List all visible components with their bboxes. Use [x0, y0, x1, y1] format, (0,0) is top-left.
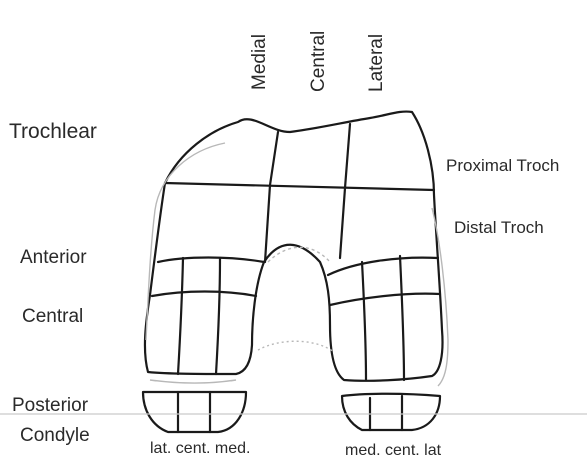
- label-posterior: Posterior: [12, 395, 88, 417]
- label-bottom-left: lat. cent. med.: [150, 440, 251, 458]
- label-proximal-troch: Proximal Troch: [446, 156, 559, 176]
- label-distal-troch: Distal Troch: [454, 218, 544, 238]
- column-label-central: Central: [308, 31, 330, 92]
- label-central: Central: [22, 306, 83, 328]
- posterior-condyle-left: [143, 392, 246, 432]
- label-trochlear: Trochlear: [9, 120, 97, 144]
- column-label-medial: Medial: [249, 34, 271, 90]
- column-label-lateral: Lateral: [366, 34, 388, 92]
- label-condyle: Condyle: [20, 425, 90, 447]
- posterior-condyle-right: [342, 394, 440, 430]
- label-anterior: Anterior: [20, 247, 87, 269]
- troch-divider: [165, 183, 434, 190]
- femur-outline: [145, 112, 443, 381]
- label-bottom-right: med. cent. lat: [345, 442, 441, 460]
